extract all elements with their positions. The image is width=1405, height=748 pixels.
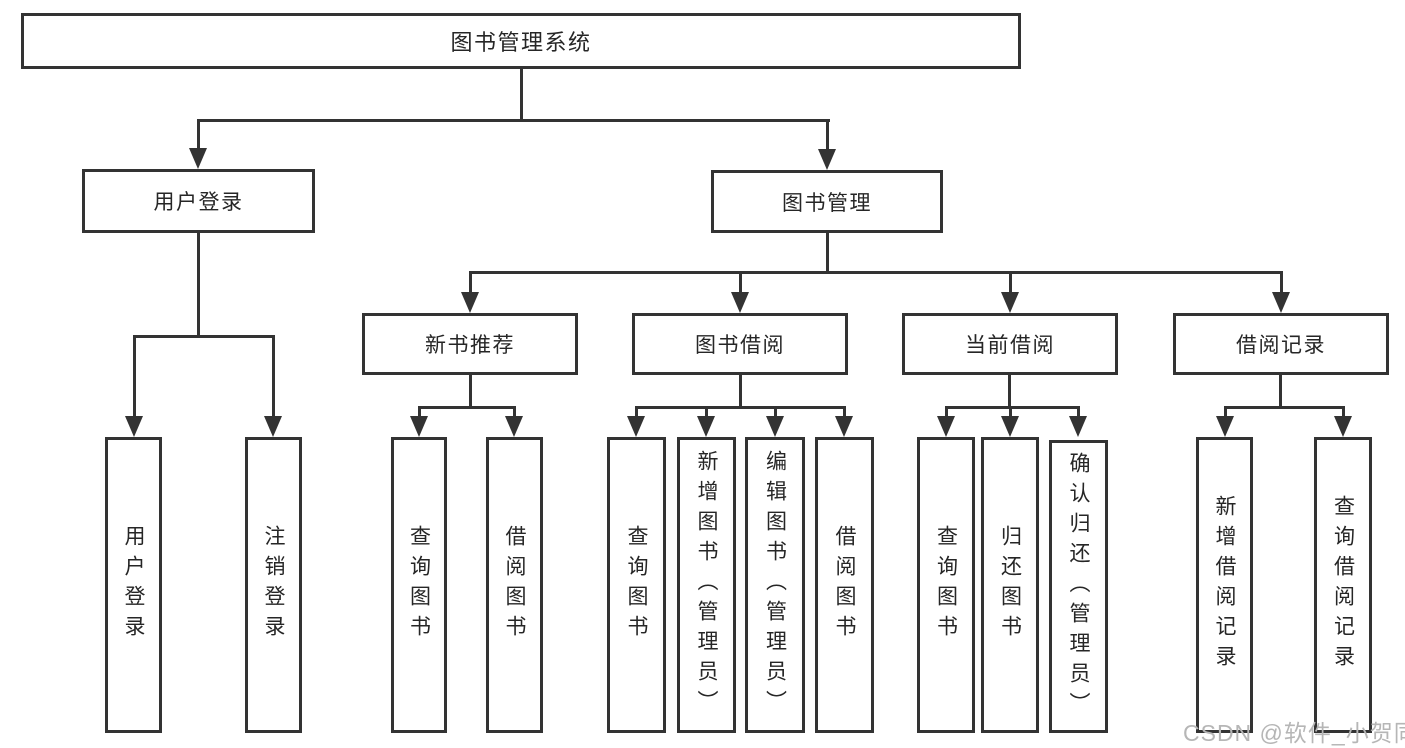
leaf-borrow-books-recommend: 借阅图书 [486, 437, 543, 733]
arrowhead-icon [731, 292, 749, 313]
arrowhead-icon [410, 416, 428, 437]
connector-records-stem [1279, 374, 1282, 408]
node-label: 新书推荐 [425, 334, 515, 357]
leaf-label: 新增借阅记录 [1213, 495, 1236, 675]
leaf-label: 用户登录 [122, 525, 145, 645]
connector-borrow-stem [739, 374, 742, 408]
connector-arrow-stem [1342, 406, 1345, 418]
connector-arrow-stem [843, 406, 846, 418]
leaf-label: 借阅图书 [503, 525, 526, 645]
arrowhead-icon [627, 416, 645, 437]
leaf-label: 查询借阅记录 [1331, 495, 1355, 675]
connector-current-stem [1008, 374, 1011, 408]
leaf-label: 查询图书 [625, 525, 648, 645]
connector-arrow-stem [705, 406, 708, 418]
connector-arrow-stem [774, 406, 777, 418]
connector-arrow-stem [1224, 406, 1227, 418]
csdn-watermark: CSDN @软件_小贺同学 [1183, 720, 1405, 746]
connector-current-rail [945, 406, 1079, 409]
leaf-return-books: 归还图书 [981, 437, 1039, 733]
arrowhead-icon [818, 149, 836, 170]
connector-arrow-stem [945, 406, 948, 418]
node-label: 用户登录 [153, 191, 244, 214]
node-current-borrowing: 当前借阅 [902, 313, 1118, 375]
leaf-confirm-return-admin: 确认归还（管理员） [1049, 440, 1108, 733]
leaf-query-books-current: 查询图书 [917, 437, 975, 733]
leaf-label: 确认归还（管理员） [1067, 451, 1090, 722]
leaf-label: 归还图书 [998, 525, 1022, 645]
connector-arrow-stem [1280, 271, 1283, 293]
node-library-management-system: 图书管理系统 [21, 13, 1021, 69]
connector-records-rail [1224, 406, 1344, 409]
node-book-borrowing: 图书借阅 [632, 313, 848, 375]
connector-arrow-stem [133, 335, 136, 417]
connector-arrow-stem [469, 271, 472, 293]
leaf-label: 借阅图书 [833, 525, 856, 645]
leaf-user-login: 用户登录 [105, 437, 162, 733]
leaf-label: 查询图书 [407, 525, 431, 645]
connector-login-rail [133, 335, 274, 338]
leaf-logout: 注销登录 [245, 437, 302, 733]
connector-newbook-rail [418, 406, 516, 409]
connector-arrow-stem [197, 119, 200, 149]
arrowhead-icon [125, 416, 143, 437]
leaf-add-borrowing-record: 新增借阅记录 [1196, 437, 1253, 733]
arrowhead-icon [1069, 416, 1087, 437]
leaf-label: 编辑图书（管理员） [763, 450, 787, 720]
connector-newbook-stem [469, 374, 472, 408]
arrowhead-icon [835, 416, 853, 437]
arrowhead-icon [937, 416, 955, 437]
connector-arrow-stem [739, 271, 742, 293]
connector-arrow-stem [1077, 406, 1080, 418]
connector-borrow-rail [635, 406, 845, 409]
arrowhead-icon [697, 416, 715, 437]
arrowhead-icon [1001, 416, 1019, 437]
connector-root-rail [197, 119, 830, 122]
node-label: 当前借阅 [965, 334, 1055, 357]
node-user-login: 用户登录 [82, 169, 315, 233]
leaf-query-books-borrowing: 查询图书 [607, 437, 666, 733]
arrowhead-icon [505, 416, 523, 437]
arrowhead-icon [461, 292, 479, 313]
node-book-management: 图书管理 [711, 170, 943, 233]
leaf-add-book-admin: 新增图书（管理员） [677, 437, 736, 733]
connector-arrow-stem [635, 406, 638, 418]
leaf-label: 新增图书（管理员） [695, 450, 718, 720]
leaf-query-borrowing-record: 查询借阅记录 [1314, 437, 1372, 733]
node-label: 图书管理 [782, 191, 872, 215]
connector-arrow-stem [272, 335, 275, 417]
connector-arrow-stem [1009, 271, 1012, 293]
node-new-book-recommendation: 新书推荐 [362, 313, 578, 375]
connector-root-stem [520, 69, 523, 121]
arrowhead-icon [1334, 416, 1352, 437]
connector-mgmt-stem [826, 232, 829, 273]
arrowhead-icon [1001, 292, 1019, 313]
node-label: 图书管理系统 [450, 30, 592, 55]
leaf-label: 注销登录 [262, 525, 285, 645]
arrowhead-icon [766, 416, 784, 437]
node-borrowing-records: 借阅记录 [1173, 313, 1389, 375]
arrowhead-icon [264, 416, 282, 437]
node-label: 图书借阅 [695, 334, 785, 357]
node-label: 借阅记录 [1236, 334, 1326, 357]
connector-arrow-stem [1009, 406, 1012, 418]
connector-arrow-stem [513, 406, 516, 418]
leaf-query-books-recommend: 查询图书 [391, 437, 447, 733]
arrowhead-icon [1216, 416, 1234, 437]
arrowhead-icon [189, 148, 207, 169]
connector-arrow-stem [418, 406, 421, 418]
connector-mgmt-rail [469, 271, 1283, 274]
connector-arrow-stem [826, 119, 829, 149]
leaf-edit-book-admin: 编辑图书（管理员） [745, 437, 805, 733]
connector-login-stem [197, 232, 200, 337]
arrowhead-icon [1272, 292, 1290, 313]
leaf-label: 查询图书 [934, 525, 958, 645]
leaf-borrow-books-borrowing: 借阅图书 [815, 437, 874, 733]
